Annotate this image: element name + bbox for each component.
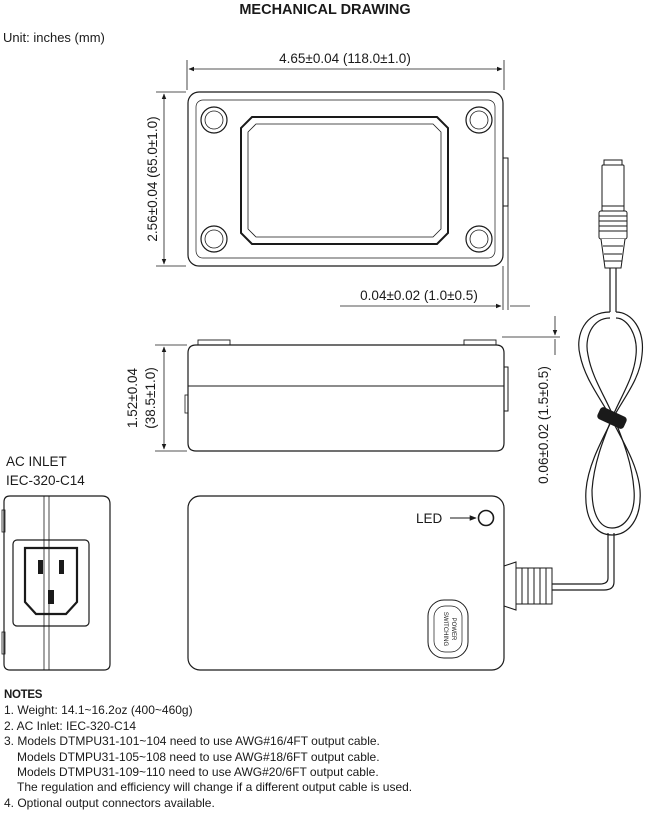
height-dimension-label: 2.56±0.04 (65.0±1.0) [145,116,160,241]
iec-c14-socket [23,546,79,616]
notes-section: NOTES 1. Weight: 14.1~16.2oz (400~460g) … [4,688,644,811]
note-item: 1. Weight: 14.1~16.2oz (400~460g) [4,703,193,718]
top-view [156,60,530,310]
drawing-title: MECHANICAL DRAWING [239,2,410,18]
foot-pad [200,225,228,253]
output-cable [552,159,643,591]
inlet-pin [48,590,54,604]
thickness-dimension-label-line1: 1.52±0.04 [125,368,140,428]
inlet-pin [38,560,43,574]
inlet-pin [59,560,64,574]
side-view-body [187,344,505,452]
badge-text-line1: SWITCHING [442,612,448,647]
notes-heading: NOTES [4,689,43,701]
note-item: Models DTMPU31-105~108 need to use AWG#1… [17,749,380,764]
note-item: 3. Models DTMPU31-101~104 need to use AW… [4,734,380,749]
foot-pad [465,225,493,253]
bottom-view-body [187,495,505,671]
mechanical-drawing: MECHANICAL DRAWING Unit: inches (mm) 4.6… [1,2,643,671]
side-gap-dimension-label: 0.04±0.02 (1.0±0.5) [360,288,478,303]
note-item: Models DTMPU31-109~110 need to use AWG#2… [17,765,379,780]
ac-inlet-view [1,495,111,671]
bottom-view [187,495,553,671]
note-item: The regulation and efficiency will chang… [17,780,413,795]
note-item: 2. AC Inlet: IEC-320-C14 [4,718,137,733]
cable-tie [597,407,627,429]
label-recess [240,116,449,245]
note-item: 4. Optional output connectors available. [4,795,215,810]
strain-relief [503,561,553,611]
thickness-dimension-label-line2: (38.5±1.0) [143,367,158,428]
dc-plug [598,159,628,269]
switching-power-badge [427,599,469,659]
led-indicator [477,509,495,527]
ac-inlet-label-line1: AC INLET [6,454,67,469]
side-view [155,316,560,452]
side-offset-dimension-label: 0.06±0.02 (1.5±0.5) [536,366,551,484]
top-view-body [187,91,504,267]
unit-label: Unit: inches (mm) [3,30,105,45]
width-dimension-label: 4.65±0.04 (118.0±1.0) [279,51,411,66]
foot-pad [465,106,493,134]
badge-text-line2: POWER [450,618,456,641]
foot-pad [200,106,228,134]
led-label: LED [416,511,443,526]
cable-coil [578,311,643,536]
ac-inlet-label-line2: IEC-320-C14 [6,473,85,488]
